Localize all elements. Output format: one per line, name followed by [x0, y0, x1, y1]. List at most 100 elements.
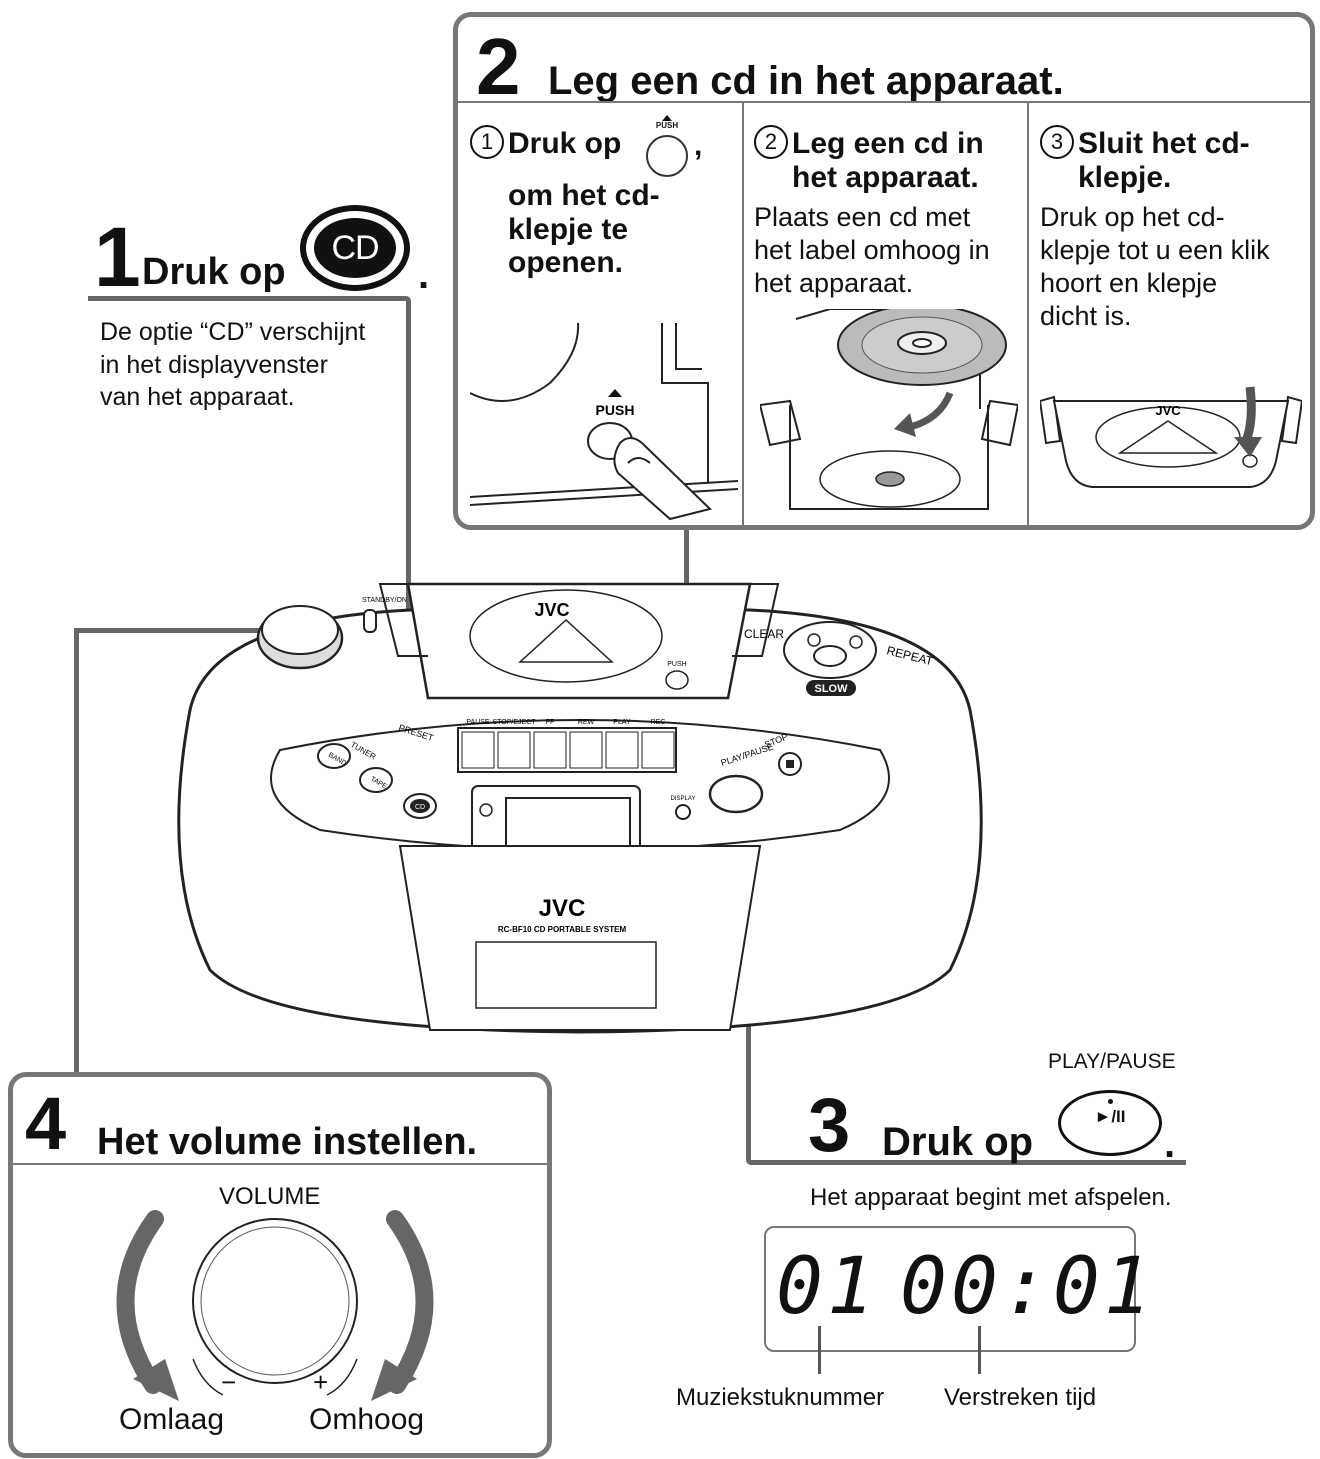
- playpause-caption: PLAY/PAUSE: [1048, 1050, 1176, 1073]
- label-time: Verstreken tijd: [944, 1384, 1097, 1411]
- step2-connector-vertical: [684, 530, 689, 625]
- col3-head-line: Sluit het cd-: [1078, 127, 1250, 160]
- step1-period: .: [418, 253, 430, 297]
- col2-text-line: het apparaat.: [754, 267, 914, 298]
- lcd-time-pointer: [978, 1326, 981, 1374]
- playpause-button-icon: ►/II: [1058, 1090, 1162, 1156]
- insert-cd-illustration: [760, 309, 1018, 510]
- col2-text-line: het label omhoog in: [754, 234, 990, 265]
- volume-minus: −: [221, 1367, 237, 1397]
- step4-title: Het volume instellen.: [97, 1121, 478, 1163]
- push-circle: [646, 135, 688, 177]
- step1-description: De optie “CD” verschijnt in het displayv…: [100, 316, 410, 414]
- step1-title: Druk op: [142, 251, 286, 293]
- step3-description: Het apparaat begint met afspelen.: [810, 1184, 1172, 1211]
- step3-number: 3: [808, 1083, 850, 1168]
- lcd-display: 01 00:01: [764, 1226, 1151, 1352]
- deck-keys: [461, 731, 675, 769]
- step3-underline: [746, 1160, 1186, 1165]
- step1-desc-line: van het apparaat.: [100, 383, 295, 411]
- col1-head-rest: om het cd- klepje te openen.: [508, 179, 660, 280]
- close-lid-illustration: JVC: [1040, 386, 1302, 488]
- volume-knob-illustration: [116, 1210, 434, 1401]
- step3-heading: 3 Druk op PLAY/PAUSE ►/II .: [808, 1048, 1188, 1164]
- device-clear-label: CLEAR: [744, 627, 784, 641]
- col3-head-line: klepje.: [1078, 160, 1172, 194]
- col2-head-line: Leg een cd in: [792, 127, 984, 160]
- illus-push-label: PUSH: [596, 402, 635, 418]
- step1-desc-line: De optie “CD” verschijnt: [100, 318, 366, 346]
- col1-marker: 1: [470, 125, 504, 159]
- deck-label: REW: [578, 719, 595, 726]
- step1-heading: 1 Druk op CD .: [92, 205, 442, 304]
- col3-text: Druk op het cd- klepje tot u een klik ho…: [1040, 201, 1270, 333]
- lid-brand-label: JVC: [1155, 403, 1181, 418]
- eject-icon: [662, 115, 672, 121]
- playpause-dot: [1107, 1099, 1113, 1104]
- step2-header-divider: [458, 101, 1310, 103]
- volume-label: VOLUME: [219, 1183, 321, 1210]
- step4-number: 4: [25, 1082, 66, 1165]
- device-display-label: DISPLAY: [671, 796, 696, 802]
- step1-connector-vertical: [406, 296, 411, 796]
- step1-number: 1: [94, 210, 141, 304]
- boombox-illustration: JVC PUSH STANDBY/ON CLEAR REPEAT SLOW PA…: [177, 582, 983, 1034]
- col1-head-prefix: Druk op: [508, 127, 622, 160]
- cd-button-icon: CD: [300, 205, 410, 291]
- volume-down-label: Omlaag: [119, 1403, 225, 1436]
- push-button-icon: PUSH: [642, 115, 692, 179]
- device-cd-label: CD: [415, 804, 425, 811]
- step3-period: .: [1164, 1122, 1176, 1166]
- cd-button-inner: CD: [314, 218, 396, 278]
- step2-title: Leg een cd in het apparaat.: [548, 59, 1064, 103]
- push-label: PUSH: [655, 121, 679, 130]
- col3-text-line: dicht is.: [1040, 300, 1132, 331]
- step3-title: Druk op: [882, 1120, 1034, 1164]
- col2-marker: 2: [754, 125, 788, 159]
- step4-panel: 4 Het volume instellen. VOLUME − + Omlaa…: [8, 1072, 552, 1458]
- step4-connector-horizontal: [74, 628, 288, 633]
- col3-text-line: Druk op het cd-: [1040, 202, 1225, 232]
- col2-head-line: het apparaat.: [792, 160, 979, 194]
- step2-col-divider: [1027, 103, 1029, 525]
- cd-button-label: CD: [331, 229, 379, 267]
- col3-text-line: hoort en klepje: [1040, 267, 1218, 298]
- step2-number: 2: [476, 22, 520, 111]
- device-slow-label: SLOW: [815, 683, 849, 695]
- col2-text: Plaats een cd met het label omhoog in he…: [754, 201, 990, 300]
- deck-label: FF: [546, 719, 555, 726]
- step4-connector-vertical: [74, 628, 79, 1074]
- deck-label: PAUSE: [466, 719, 490, 726]
- open-lid-illustration: PUSH: [470, 322, 738, 521]
- col1-head-line: om het cd-: [508, 179, 660, 212]
- device-standby-label: STANDBY/ON: [362, 597, 407, 604]
- volume-up-label: Omhoog: [309, 1403, 425, 1436]
- col1-comma: ,: [694, 129, 703, 162]
- col1-head-line: openen.: [508, 246, 624, 280]
- deck-label: STOP/EJECT: [492, 719, 536, 726]
- step1-desc-line: in het displayvenster: [100, 350, 328, 379]
- step4-header-divider: [13, 1163, 547, 1165]
- lcd-track: 01: [776, 1242, 878, 1332]
- device-front-brand: JVC: [539, 895, 586, 922]
- col3-text-line: klepje tot u een klik: [1040, 234, 1270, 265]
- lcd-track-pointer: [818, 1326, 821, 1374]
- col2-text-line: Plaats een cd met: [754, 202, 971, 232]
- lcd-time: 00:01: [900, 1242, 1155, 1332]
- playpause-symbol: ►/II: [1094, 1107, 1126, 1126]
- col1-head-line: klepje te: [508, 212, 629, 246]
- volume-plus: +: [313, 1367, 329, 1397]
- label-track: Muziekstuknummer: [676, 1384, 885, 1411]
- device-lid-brand: JVC: [534, 600, 569, 620]
- device-push-label: PUSH: [667, 661, 686, 668]
- deck-label: PLAY: [613, 719, 631, 726]
- device-model: RC-BF10 CD PORTABLE SYSTEM: [498, 925, 627, 934]
- step2-heading: 2 Leg een cd in het apparaat.: [476, 22, 1296, 111]
- deck-label: REC: [651, 719, 666, 726]
